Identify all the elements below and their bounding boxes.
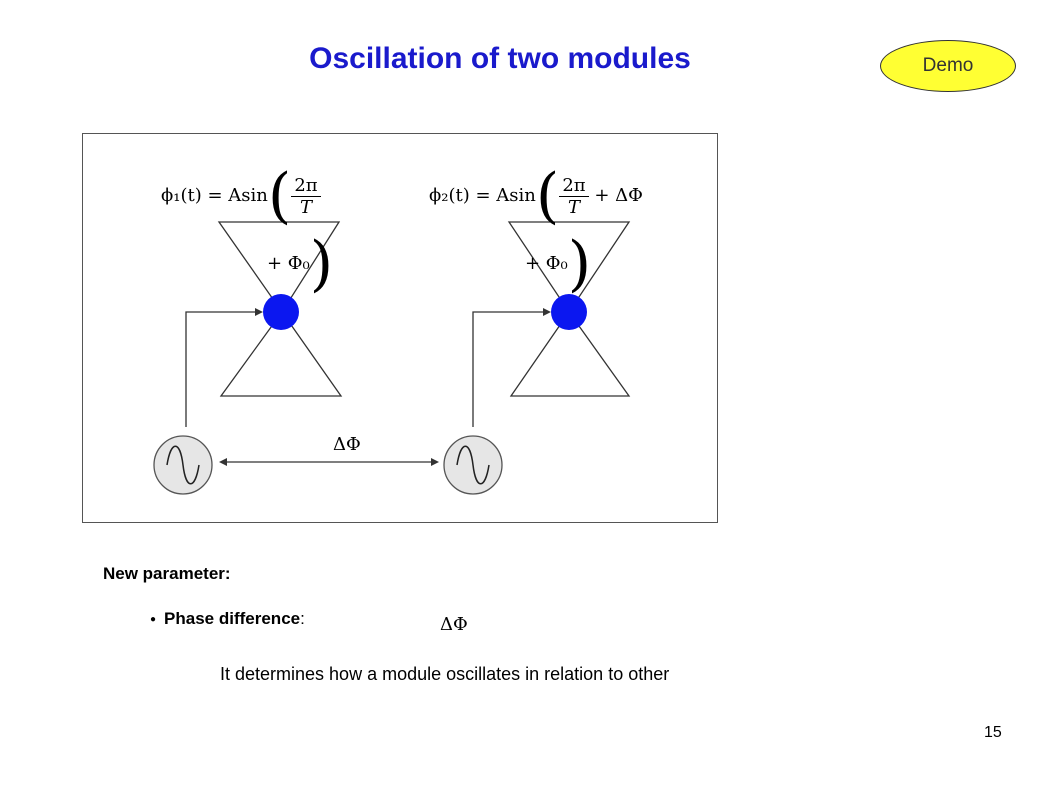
module1-bottom-triangle [219, 310, 343, 397]
new-parameter-heading: New parameter: [103, 564, 231, 583]
module1-top-triangle [217, 221, 341, 314]
demo-button[interactable]: Demo [880, 40, 1016, 92]
signal-arrow-1 [255, 308, 263, 316]
module1-joint[interactable] [263, 294, 299, 330]
equation-module1-tail: + Φ₀) [267, 234, 333, 294]
module2-bottom-triangle [509, 310, 631, 397]
phase-difference-symbol: ΔΦ [440, 614, 468, 635]
signal-arrow-2 [543, 308, 551, 316]
eq1-lhs: ϕ₁(t) = A [161, 185, 242, 206]
module2-top-triangle [507, 221, 631, 314]
coupling-arrow-left [219, 458, 227, 466]
sine-wave-icon [443, 435, 503, 495]
eq1-numerator: 2π [291, 175, 321, 197]
module2-joint[interactable] [551, 294, 587, 330]
eq1-func: sin [241, 185, 268, 206]
diagram-graphics [153, 221, 631, 495]
bullet-phase-difference: ● Phase difference: [150, 609, 305, 629]
eq2-func: sin [509, 185, 536, 206]
eq1-tail: + Φ₀ [267, 253, 310, 274]
bullet-colon: : [300, 609, 305, 628]
signal-line-1 [185, 311, 255, 427]
coupling-label: ΔΦ [333, 434, 361, 455]
slide-title: Oscillation of two modules [309, 42, 691, 75]
equation-module2-tail: + Φ₀) [525, 234, 591, 294]
coupling-arrow-right [431, 458, 439, 466]
eq1-left-paren: ( [267, 161, 292, 231]
eq2-left-paren: ( [535, 161, 560, 231]
eq1-right-paren: ) [309, 229, 334, 299]
eq2-numerator: 2π [559, 175, 589, 197]
page-number: 15 [984, 724, 1002, 741]
eq2-extra-term: + ΔΦ [594, 185, 643, 206]
explanation-text: It determines how a module oscillates in… [220, 664, 670, 684]
signal-line-2 [472, 311, 543, 427]
bullet-dot: ● [150, 614, 157, 626]
eq2-denominator: T [567, 196, 580, 218]
bullet-label: Phase difference [164, 609, 301, 628]
sine-wave-icon [153, 435, 213, 495]
eq2-right-paren: ) [567, 229, 592, 299]
eq1-denominator: T [299, 196, 312, 218]
eq2-lhs: ϕ₂(t) = A [429, 185, 510, 206]
eq2-tail: + Φ₀ [525, 253, 568, 274]
